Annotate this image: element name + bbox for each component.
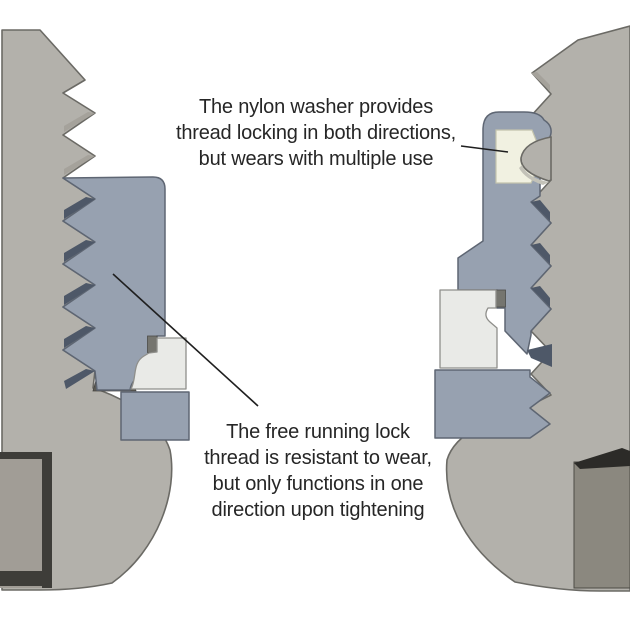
right-clamp-tab	[495, 289, 506, 308]
annotation-line: but only functions in one	[212, 473, 424, 495]
leader-line-lock-thread	[112, 273, 259, 407]
right-thread-bite	[520, 136, 552, 182]
annotation-line: but wears with multiple use	[198, 148, 434, 170]
left-thread-shading	[64, 112, 95, 175]
annotation-line: thread is resistant to wear,	[204, 447, 432, 469]
annotation-line: The free running lock	[226, 421, 410, 443]
right-thread-bite-shadow	[519, 165, 549, 185]
annotation-line: The nylon washer provides	[198, 96, 433, 118]
leader-line-nylon-washer	[460, 145, 509, 153]
left-lower-collar	[120, 391, 190, 441]
annotation-line: direction upon tightening	[211, 499, 425, 521]
right-washer	[439, 289, 498, 369]
left-thread-root-shadows	[64, 197, 95, 389]
right-assembly	[434, 25, 630, 592]
left-assembly	[0, 29, 190, 591]
annotation-lock-thread: The free running lock thread is resistan…	[158, 419, 478, 523]
left-clamp-tab	[147, 335, 158, 353]
right-thread-shading	[531, 72, 550, 91]
right-socket-recess	[573, 448, 630, 589]
annotation-nylon-washer: The nylon washer provides thread locking…	[156, 94, 476, 172]
annotation-line: thread locking in both directions,	[175, 122, 457, 144]
right-thread-root-shadows	[527, 200, 552, 367]
left-socket-recess	[0, 452, 52, 588]
right-lower-collar	[434, 369, 551, 439]
left-washer	[130, 337, 187, 390]
